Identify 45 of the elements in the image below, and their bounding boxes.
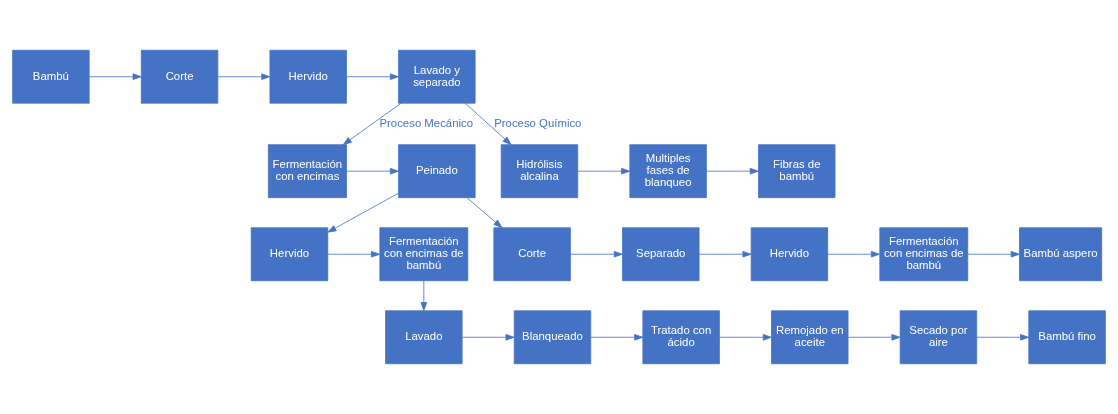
- node-box: Bambú aspero: [1019, 227, 1103, 282]
- node-box: Lavado y separado: [398, 49, 476, 104]
- edge-label: Proceso Químico: [494, 116, 582, 129]
- arrow: [342, 103, 402, 146]
- node-box: Hidrólisis alcalina: [500, 144, 579, 199]
- node-box: Secado por aire: [899, 310, 978, 365]
- arrow: [577, 167, 631, 175]
- node-box: Hervido: [250, 227, 329, 282]
- arrow: [698, 250, 752, 258]
- arrow: [827, 250, 880, 258]
- arrow: [88, 73, 142, 80]
- node-box: Peinado: [398, 144, 476, 199]
- node-box: Corte: [140, 49, 219, 104]
- node-box: Bambú fino: [1028, 310, 1106, 365]
- node-box: Multiples fases de blanqueo: [629, 144, 707, 199]
- node-box: Bambú: [12, 49, 90, 104]
- arrow: [327, 250, 380, 258]
- arrow: [847, 334, 901, 341]
- node-box: Fibras de bambú: [758, 144, 836, 199]
- node-box: Tratado con ácido: [642, 310, 720, 365]
- node-box: Hervido: [269, 49, 347, 104]
- node-box: Fermentación con encimas de bambú: [879, 227, 969, 282]
- node-box: Lavado: [385, 310, 463, 365]
- arrow: [217, 73, 271, 80]
- arrow: [346, 73, 399, 80]
- edge-label: Proceso Mecánico: [379, 116, 474, 129]
- node-box: Fermentación con encimas de bambú: [379, 227, 469, 282]
- arrow: [466, 197, 503, 228]
- arrow: [327, 192, 399, 233]
- node-box: Hervido: [750, 227, 829, 282]
- node-box: Separado: [622, 227, 700, 282]
- arrow: [590, 334, 644, 341]
- node-box: Remojado en aceite: [771, 310, 849, 365]
- arrow: [420, 280, 428, 311]
- arrow: [570, 250, 623, 258]
- arrow: [976, 334, 1030, 341]
- arrow: [346, 167, 399, 175]
- arrow: [461, 334, 515, 341]
- arrow: [967, 250, 1020, 258]
- arrow: [719, 334, 772, 341]
- node-box: Fermentación con encimas: [267, 144, 347, 199]
- arrow: [465, 103, 512, 146]
- arrow: [706, 167, 759, 175]
- node-box: Corte: [493, 227, 571, 282]
- node-box: Blanqueado: [513, 310, 592, 365]
